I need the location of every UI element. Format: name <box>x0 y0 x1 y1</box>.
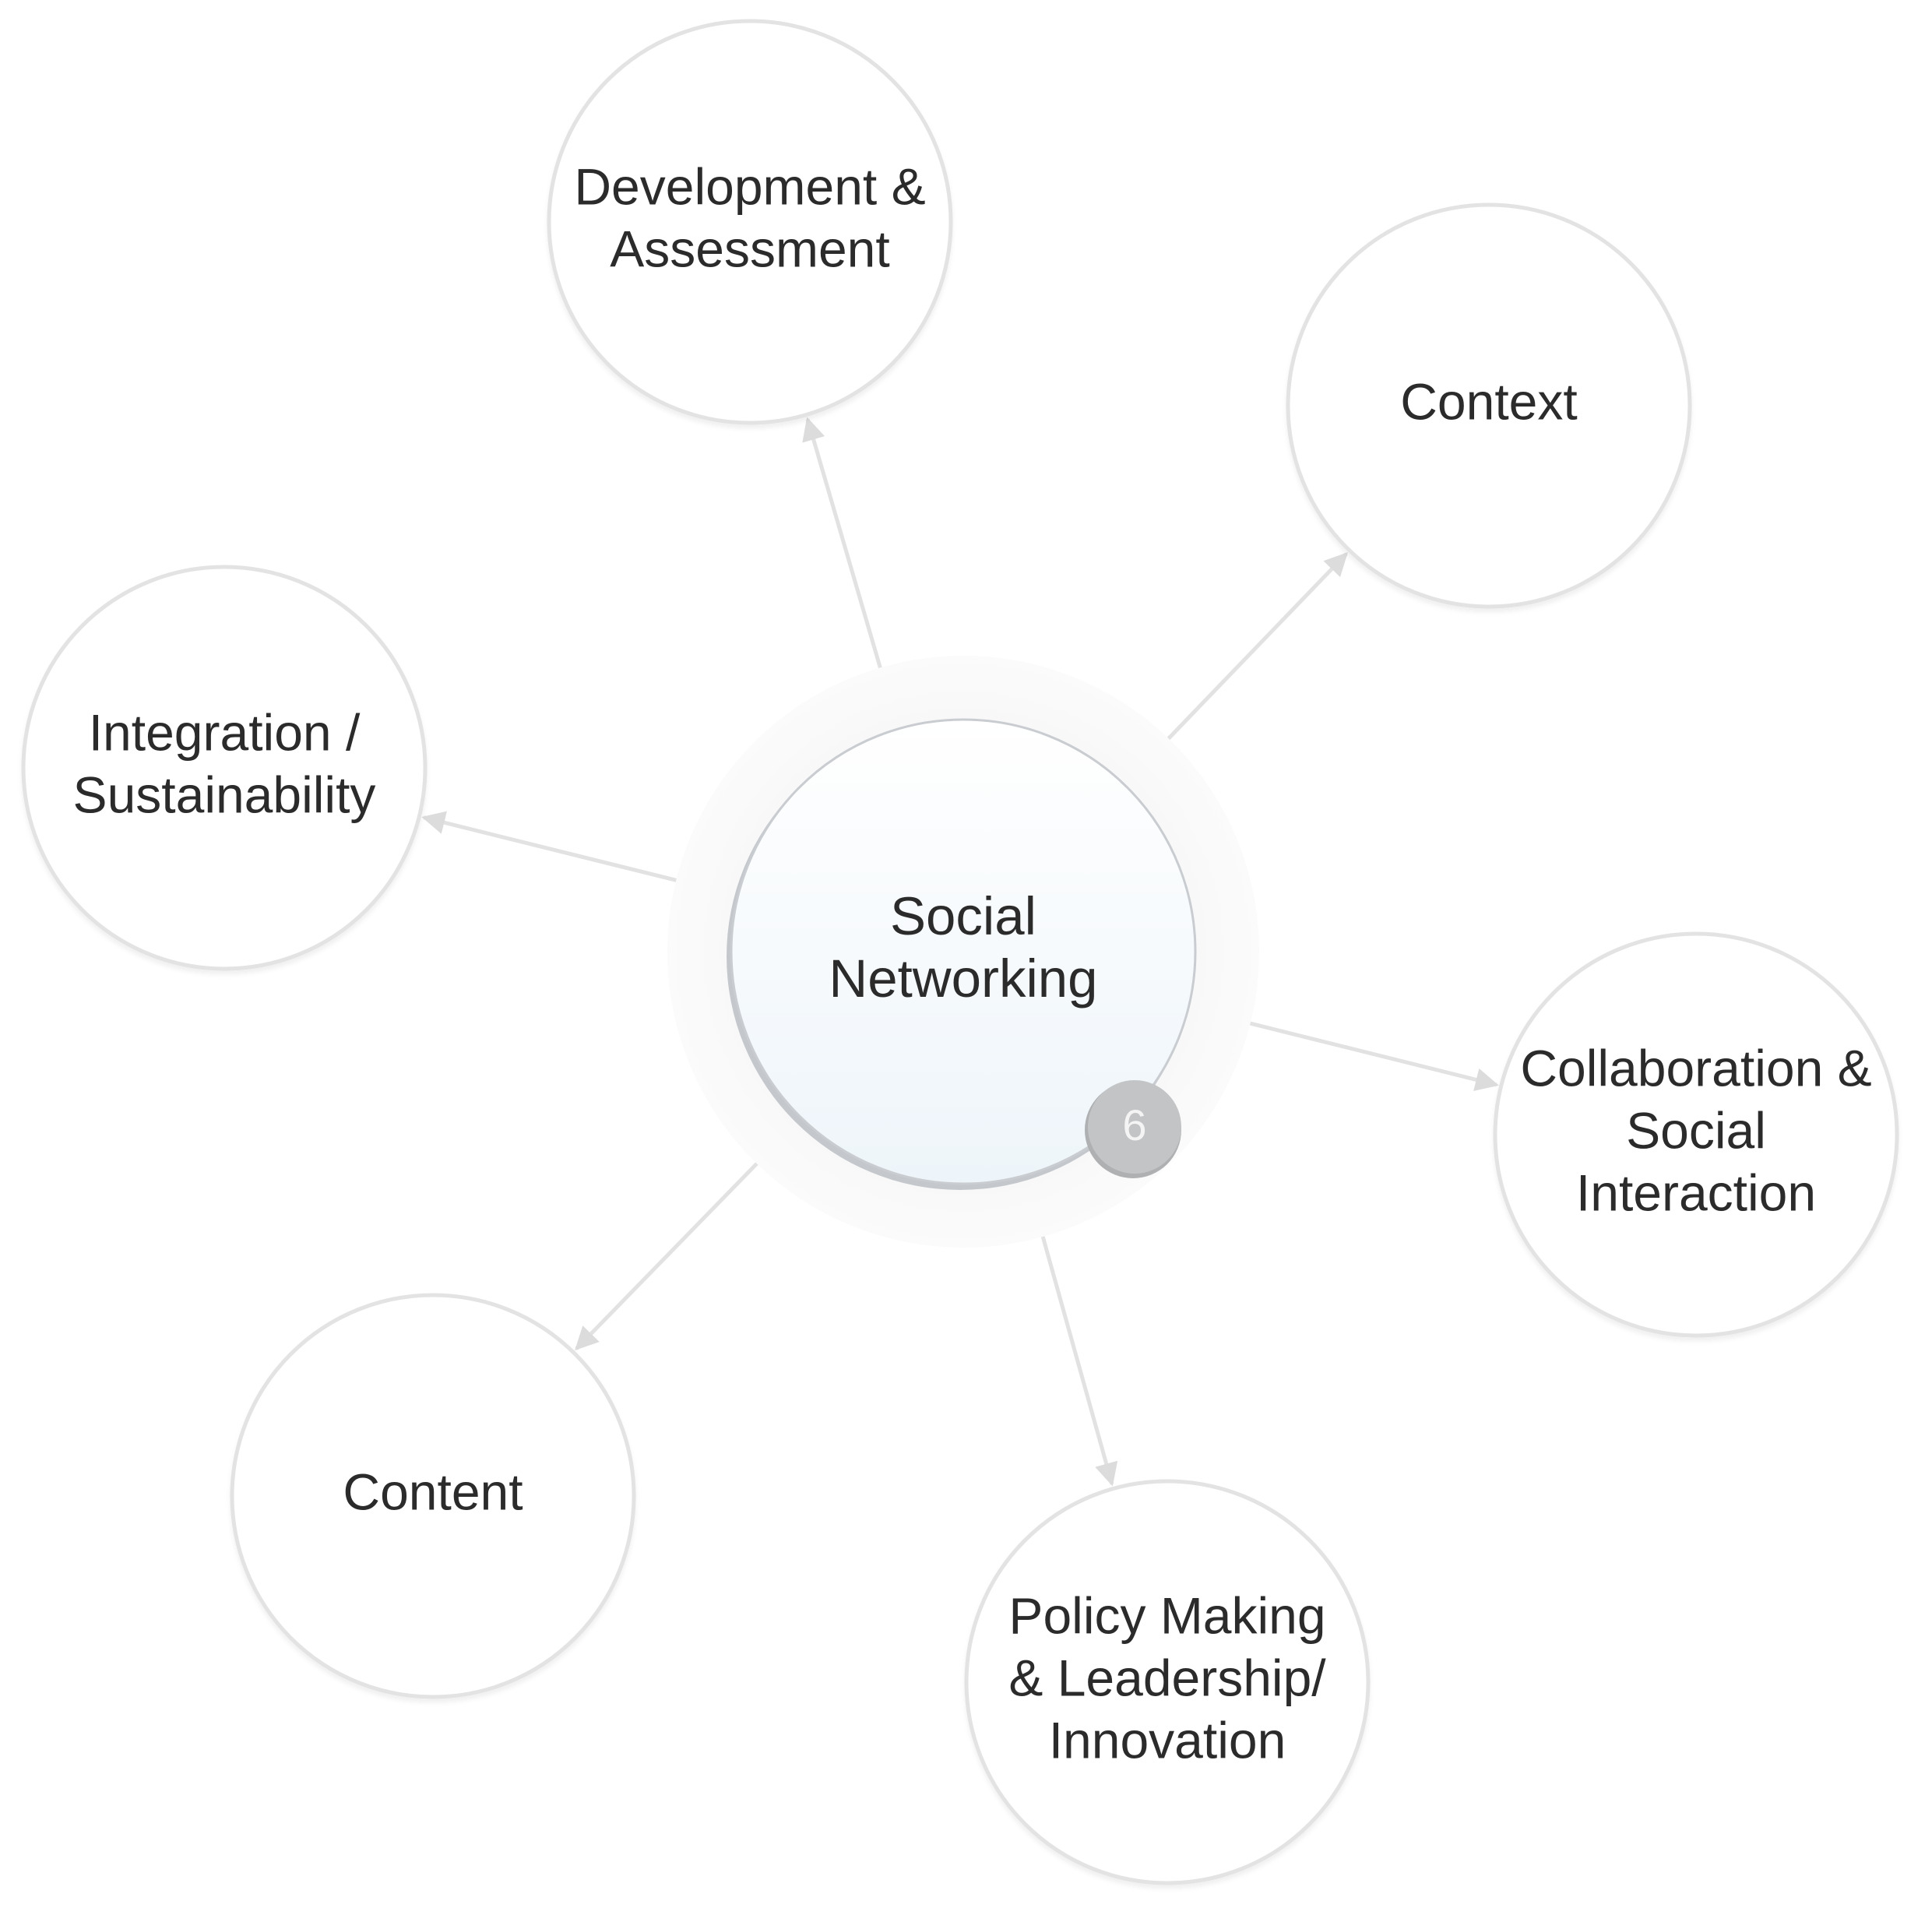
node-label-line: Assessment <box>610 220 889 277</box>
center-label-line: Social <box>890 886 1036 946</box>
center-label-line: Networking <box>829 949 1097 1009</box>
node-label-line: Integration / <box>89 703 361 761</box>
node-label-line: Social <box>1626 1101 1766 1159</box>
node-integration-sustainability[interactable]: Integration /Sustainability <box>21 565 428 971</box>
node-label-line: Innovation <box>1049 1711 1286 1769</box>
node-policy-making-leadership-innovation[interactable]: Policy Making& Leadership/Innovation <box>964 1479 1371 1885</box>
node-circle <box>230 1293 636 1699</box>
node-development-assessment[interactable]: Development &Assessment <box>547 19 953 425</box>
node-content[interactable]: Content <box>230 1293 636 1699</box>
badge-count: 6 <box>1122 1100 1146 1149</box>
node-label-line: Context <box>1400 372 1577 430</box>
badge-circle <box>1088 1080 1181 1174</box>
node-circle <box>964 1479 1371 1885</box>
node-label-line: Interaction <box>1576 1163 1816 1221</box>
center-circle <box>730 718 1197 1185</box>
node-label-line: Policy Making <box>1008 1586 1325 1644</box>
node-circle <box>1286 202 1692 609</box>
node-circle <box>1493 931 1899 1338</box>
node-label-line: & Leadership/ <box>1008 1649 1326 1706</box>
node-circle <box>547 19 953 425</box>
child-count-badge[interactable]: 6 <box>1085 1080 1181 1178</box>
node-circle <box>21 565 428 971</box>
node-label-line: Content <box>343 1463 523 1520</box>
node-label-line: Sustainability <box>73 766 376 823</box>
node-label-line: Collaboration & <box>1520 1039 1871 1097</box>
topic-nodes: Development &AssessmentContextCollaborat… <box>21 19 1899 1885</box>
node-context[interactable]: Context <box>1286 202 1692 609</box>
node-label-line: Development & <box>574 157 925 215</box>
